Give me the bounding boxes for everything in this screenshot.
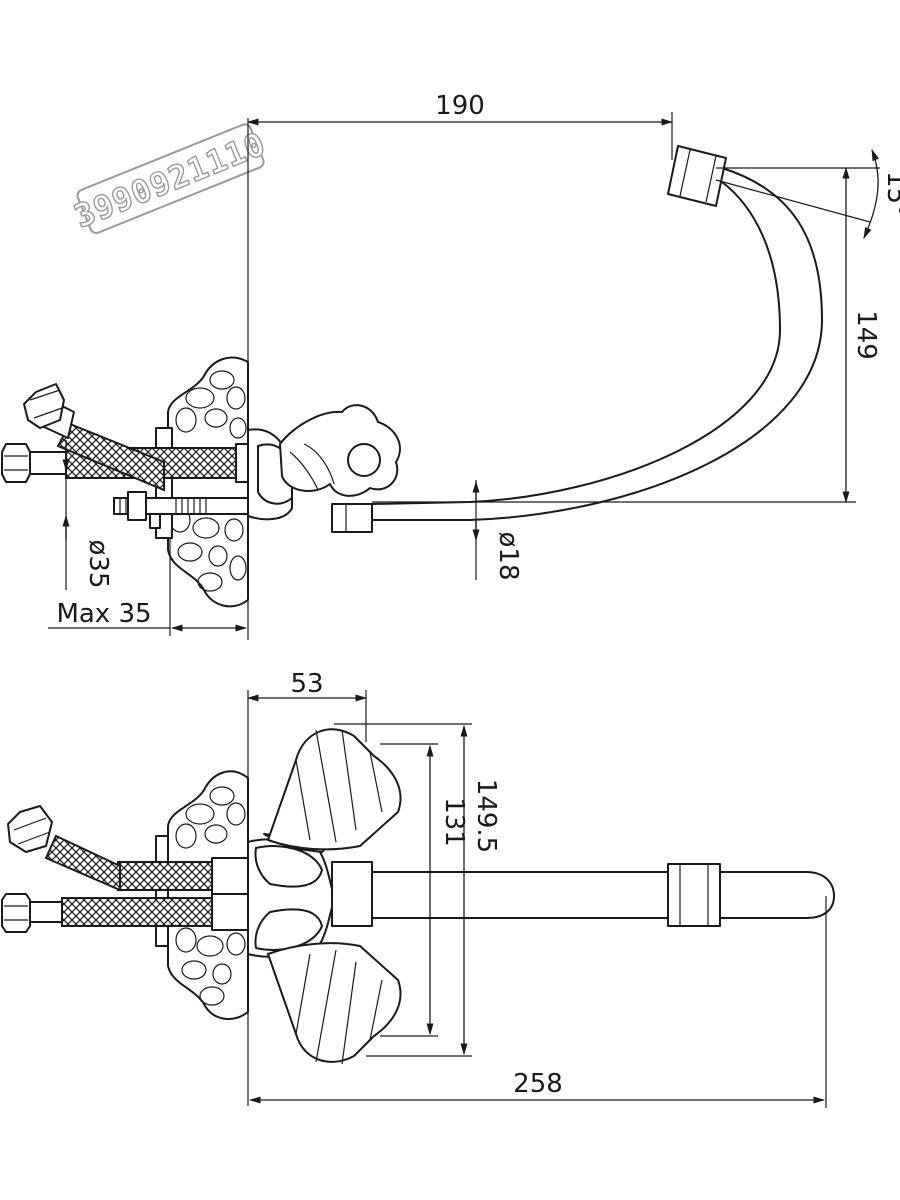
handle-lower: [267, 942, 402, 1065]
dim-max-depth: Max 35: [48, 538, 248, 636]
dim-overall-length-label: 258: [513, 1069, 563, 1099]
spout-top: [371, 863, 835, 927]
dim-handle-width: 53: [246, 669, 368, 742]
top-view: 53 131 149.5 258: [1, 669, 835, 1108]
supply-hose-lower: [1, 893, 249, 933]
dim-overall-height: 149.5: [334, 723, 501, 1057]
mixer-body-side: [247, 404, 401, 533]
wall-flange-side: [167, 356, 249, 608]
mixer-body-top: [247, 838, 373, 958]
supply-hose-angled: [23, 383, 165, 492]
dim-overall-height-label: 149.5: [471, 779, 501, 853]
dim-reach: 190: [246, 91, 674, 160]
dim-max-depth-label: Max 35: [56, 599, 151, 629]
dim-angle-label: 15°: [881, 171, 900, 217]
dim-overall-length: 258: [248, 896, 827, 1108]
dim-reach-label: 190: [435, 91, 485, 121]
wall-flange-top: [167, 770, 249, 1020]
dim-height: 149: [372, 166, 881, 504]
dim-height-label: 149: [851, 310, 881, 360]
watermark-text: 3990921110: [69, 124, 271, 235]
watermark: 3990921110: [68, 123, 272, 236]
dim-inlet-diameter-label: ø35: [83, 540, 113, 589]
dim-spout-diameter: ø18: [472, 480, 523, 581]
dim-angle: 15°: [715, 148, 900, 240]
dim-inlet-diameter: ø35: [62, 440, 113, 590]
side-view: 190 15° 149 ø18 ø35: [1, 91, 900, 640]
dim-handle-width-label: 53: [290, 669, 323, 699]
dim-spout-diameter-label: ø18: [493, 532, 523, 581]
handle-upper: [263, 728, 402, 853]
supply-hose-upper: [7, 805, 249, 895]
gooseneck-spout: [371, 145, 823, 521]
